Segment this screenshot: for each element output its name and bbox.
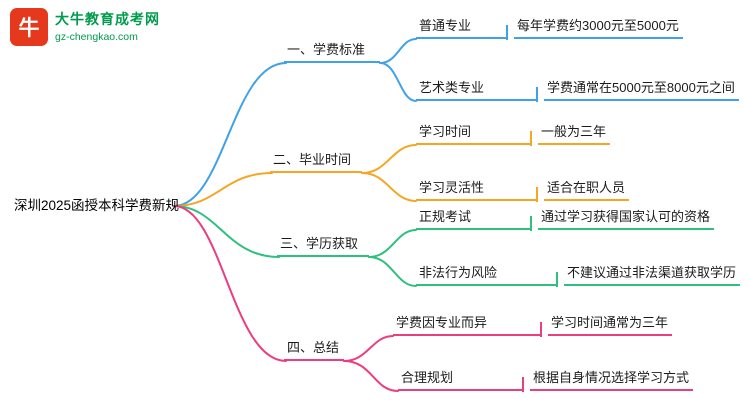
bull-logo-icon: 牛 (10, 8, 48, 46)
branch2-to-child1-curve (361, 144, 417, 174)
branch2-to-child2-curve (361, 172, 417, 202)
branch-3-child-2-detail: 不建议通过非法渠道获取学历 (564, 262, 741, 286)
branch-4-child-1-detail: 学习时间通常为三年 (548, 312, 673, 336)
branch-1-child-1-detail: 每年学费约3000元至5000元 (514, 15, 683, 39)
connector-tick (506, 25, 508, 40)
branch-2-child-1-detail: 一般为三年 (538, 121, 611, 145)
branch-1-label: 一、学费标准 (284, 39, 380, 63)
connector-tick (530, 131, 532, 146)
branch-1-child-1-label: 普通专业 (416, 15, 506, 39)
root-to-branch4-curve (173, 205, 287, 362)
branch3-to-child1-curve (368, 229, 417, 258)
branch1-to-child2-curve (379, 62, 417, 102)
branch-1-child-2-detail: 学费通常在5000元至8000元之间 (544, 77, 739, 101)
connector-tick (536, 87, 538, 102)
branch-3-child-1-label: 正规考试 (416, 206, 530, 230)
root-to-branch3-curve (173, 205, 280, 258)
connector-tick (540, 322, 542, 337)
branch4-to-child2-curve (343, 360, 399, 392)
branch-3-child-2-label: 非法行为风险 (416, 262, 556, 286)
root-node: 深圳2025函授本科学费新规 (14, 198, 180, 213)
branch4-to-child1-curve (343, 335, 394, 362)
connector-tick (530, 216, 532, 231)
branch-2-label: 二、毕业时间 (270, 149, 362, 173)
branch-4-child-2-detail: 根据自身情况选择学习方式 (530, 367, 694, 391)
branch-4-child-1-label: 学费因专业而异 (393, 312, 540, 336)
branch-3-child-1-detail: 通过学习获得国家认可的资格 (538, 206, 715, 230)
connector-tick (522, 377, 524, 392)
branch1-to-child1-curve (379, 38, 417, 64)
connector-tick (536, 187, 538, 202)
connector-tick (556, 272, 558, 287)
branch-2-child-1-label: 学习时间 (416, 121, 530, 145)
root-to-branch2-curve (173, 172, 273, 207)
branch3-to-child2-curve (368, 256, 417, 287)
site-logo[interactable]: 牛 大牛教育成考网 gz-chengkao.com (10, 8, 160, 46)
branch-4-child-2-label: 合理规划 (398, 367, 522, 391)
branch-2-child-2-label: 学习灵活性 (416, 177, 536, 201)
root-to-branch1-curve (173, 62, 287, 207)
branch-1-child-2-label: 艺术类专业 (416, 77, 536, 101)
branch-4-label: 四、总结 (284, 337, 344, 361)
site-domain: gz-chengkao.com (55, 30, 138, 43)
site-title: 大牛教育成考网 (55, 11, 160, 28)
branch-3-label: 三、学历获取 (277, 233, 369, 257)
branch-2-child-2-detail: 适合在职人员 (544, 177, 630, 201)
